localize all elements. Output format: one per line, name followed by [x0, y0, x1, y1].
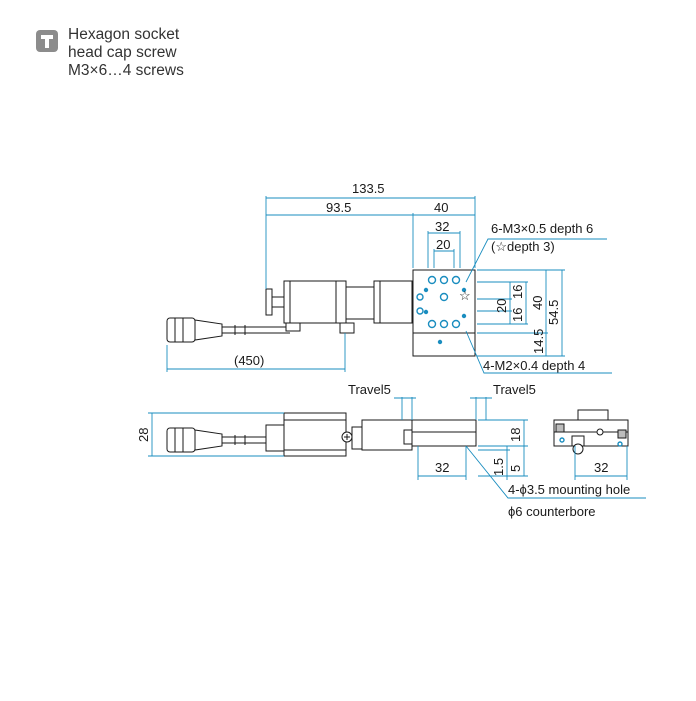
dim-v-16a: 16 — [510, 285, 525, 299]
star-mark: ☆ — [459, 288, 471, 303]
stage-top — [412, 269, 476, 357]
end-view-body — [553, 419, 629, 447]
dim-v-40: 40 — [530, 296, 545, 310]
mount-note-2: ϕ6 counterbore — [508, 504, 596, 519]
tap-note-1: 6-M3×0.5 depth 6 — [491, 221, 593, 236]
hexagon-socket-screw-icon — [36, 30, 58, 52]
dim-overall-length: 133.5 — [352, 181, 385, 196]
connector-top — [166, 317, 196, 343]
legend: Hexagon socket head cap screw M3×6…4 scr… — [36, 26, 184, 80]
dim-v-20: 20 — [494, 299, 509, 313]
end-view: 32 — [553, 409, 629, 480]
dim-v-54-5: 54.5 — [546, 300, 561, 325]
dim-top-width: 40 — [434, 200, 448, 215]
dim-to-center: 93.5 — [326, 200, 351, 215]
dim-height-1-5: 1.5 — [491, 458, 506, 476]
dim-height-28: 28 — [136, 428, 151, 442]
motor-body-top — [283, 280, 347, 324]
side-view: Travel5 Travel5 28 18 1.5 5 32 4-ϕ3.5 mo… — [136, 382, 646, 519]
tap-note-2: (☆depth 3) — [491, 239, 555, 254]
dim-hole-pitch-inner: 20 — [436, 237, 450, 252]
legend-line-3: M3×6…4 screws — [68, 62, 184, 79]
travel-right: Travel5 — [493, 382, 536, 397]
connector-side — [166, 427, 196, 453]
dim-bottom-32: 32 — [435, 460, 449, 475]
dim-hole-pitch-outer: 32 — [435, 219, 449, 234]
stage-side — [411, 419, 477, 447]
mount-note-1: 4-ϕ3.5 mounting hole — [508, 482, 630, 497]
travel-left: Travel5 — [348, 382, 391, 397]
dim-height-5: 5 — [508, 465, 523, 472]
legend-line-2: head cap screw — [68, 44, 177, 61]
dim-cable-length: (450) — [234, 353, 264, 368]
dim-v-14-5: 14.5 — [531, 329, 546, 354]
knob-top — [265, 288, 273, 316]
legend-text: Hexagon socket head cap screw M3×6…4 scr… — [68, 26, 184, 80]
dim-height-18: 18 — [508, 428, 523, 442]
top-view: ☆ 133.5 93.5 — [166, 181, 612, 374]
dim-end-view-32: 32 — [594, 460, 608, 475]
tap-note-3: 4-M2×0.4 depth 4 — [483, 358, 585, 373]
dim-v-16b: 16 — [510, 308, 525, 322]
tapped-holes — [416, 275, 467, 345]
knob-side — [265, 424, 285, 452]
legend-line-1: Hexagon socket — [68, 26, 180, 43]
